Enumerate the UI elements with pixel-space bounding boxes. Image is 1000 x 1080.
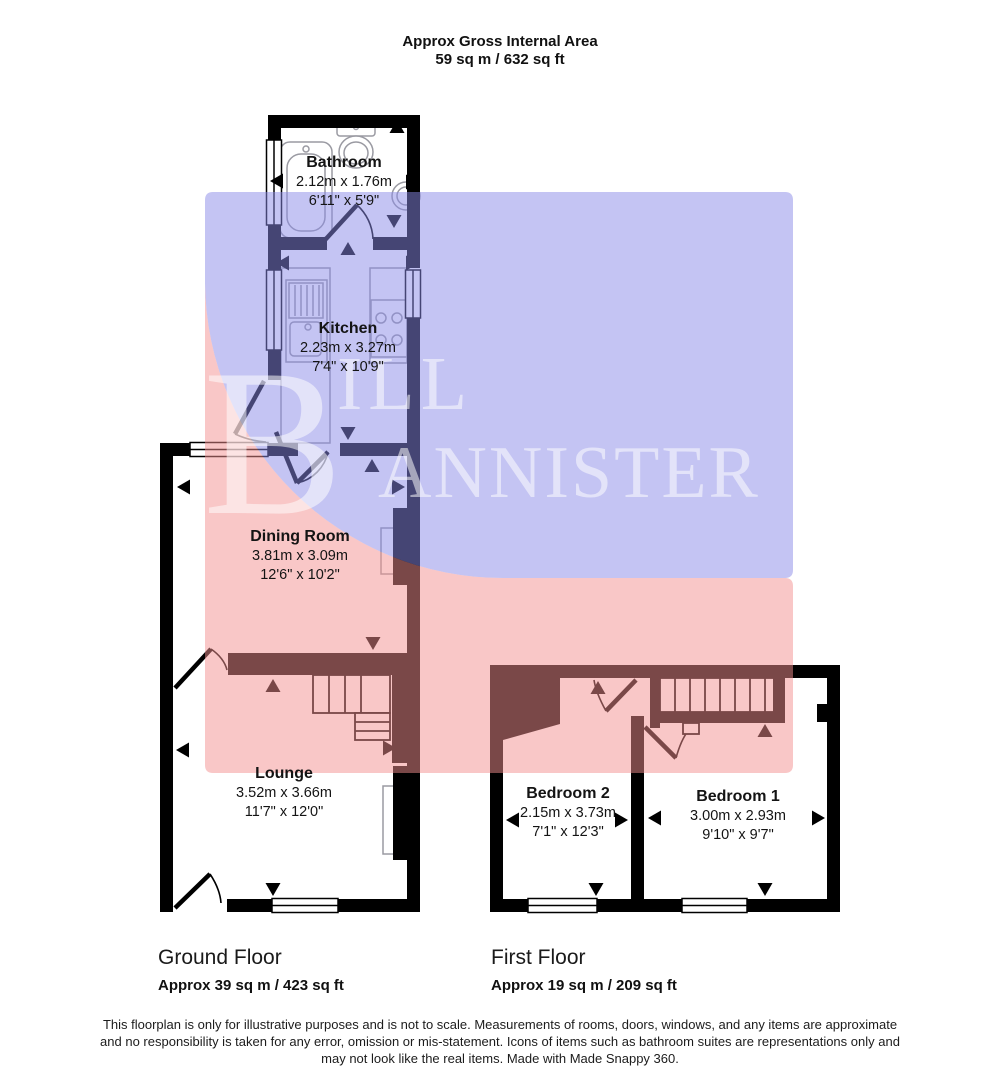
stair-void-wall — [503, 678, 560, 740]
room-size-metric: 3.00m x 2.93m — [690, 808, 786, 825]
door-kitchen-side — [233, 379, 267, 443]
dim-arrow-down-icon — [757, 883, 773, 896]
room-label-bedroom1: Bedroom 1 3.00m x 2.93m 9'10" x 9'7" — [648, 786, 828, 845]
dim-arrow-left-icon — [177, 479, 190, 495]
room-size-metric: 2.12m x 1.76m — [296, 174, 392, 191]
ground-floor-label: Ground Floor Approx 39 sq m / 423 sq ft — [158, 946, 344, 994]
window-bedroom2-bottom — [527, 897, 598, 914]
dim-arrow-right-icon — [615, 812, 628, 828]
stairs-ground-floor — [312, 674, 391, 741]
window-dining-top — [189, 441, 269, 458]
dim-arrow-right-icon — [406, 174, 419, 190]
dim-arrow-left-icon — [506, 812, 519, 828]
dim-arrow-up-icon — [389, 120, 405, 133]
dim-arrow-down-icon — [386, 215, 402, 228]
dim-arrow-right-icon — [392, 479, 405, 495]
room-name: Dining Room — [250, 528, 350, 545]
room-size-metric: 2.23m x 3.27m — [300, 340, 396, 357]
window-lounge-bottom — [271, 897, 339, 914]
door-dining-lounge — [173, 647, 228, 690]
room-size-imperial: 7'4" x 10'9" — [312, 359, 384, 376]
room-name: Bedroom 1 — [696, 788, 780, 805]
door-front — [173, 872, 222, 910]
dim-arrow-up-icon — [364, 459, 380, 472]
room-size-imperial: 7'1" x 12'3" — [532, 824, 604, 841]
door-kitchen-dining — [273, 431, 330, 485]
room-size-metric: 2.15m x 3.73m — [520, 805, 616, 822]
header-title: Approx Gross Internal Area — [402, 33, 598, 50]
room-size-imperial: 12'6" x 10'2" — [260, 567, 340, 584]
dim-arrow-down-icon — [588, 883, 604, 896]
dim-arrow-up-icon — [265, 679, 281, 692]
first-floor-label: First Floor Approx 19 sq m / 209 sq ft — [491, 946, 677, 994]
disclaimer-line-2: and no responsibility is taken for any e… — [100, 1033, 900, 1049]
floor-title: First Floor — [491, 946, 586, 969]
dim-arrow-left-icon — [176, 742, 189, 758]
dim-arrow-left-icon — [270, 173, 283, 189]
dim-arrow-down-icon — [340, 427, 356, 440]
room-name: Lounge — [255, 765, 313, 782]
floor-area: Approx 19 sq m / 209 sq ft — [491, 977, 677, 994]
room-name: Bathroom — [306, 154, 382, 171]
room-size-metric: 3.52m x 3.66m — [236, 785, 332, 802]
disclaimer-line-1: This floorplan is only for illustrative … — [102, 1017, 898, 1032]
room-size-imperial: 11'7" x 12'0" — [244, 804, 324, 821]
room-size-imperial: 9'10" x 9'7" — [702, 827, 774, 844]
disclaimer-line-3: may not look like the real items. Made w… — [321, 1050, 679, 1066]
door-bedroom2 — [593, 678, 638, 713]
dim-arrow-up-icon — [757, 724, 773, 737]
floor-title: Ground Floor — [158, 946, 282, 969]
door-bedroom1 — [643, 725, 689, 760]
header-area: 59 sq m / 632 sq ft — [435, 51, 565, 68]
room-size-imperial: 6'11" x 5'9" — [308, 193, 380, 210]
dim-arrow-down-icon — [265, 883, 281, 896]
room-label-bedroom2: Bedroom 2 2.15m x 3.73m 7'1" x 12'3" — [478, 783, 658, 842]
window-kitchen-right — [404, 269, 422, 319]
room-name: Bedroom 2 — [526, 785, 610, 802]
dim-arrow-right-icon — [812, 810, 825, 826]
room-label-kitchen: Kitchen 2.23m x 3.27m 7'4" x 10'9" — [268, 318, 428, 377]
room-size-metric: 3.81m x 3.09m — [252, 548, 348, 565]
room-name: Kitchen — [318, 320, 378, 337]
floor-area: Approx 39 sq m / 423 sq ft — [158, 977, 344, 994]
window-bedroom1-bottom — [681, 897, 748, 914]
dim-arrow-down-icon — [365, 637, 381, 650]
gross-internal-area-header: Approx Gross Internal Area 59 sq m / 632… — [0, 33, 1000, 69]
dim-arrow-up-icon — [590, 681, 606, 694]
disclaimer: This floorplan is only for illustrative … — [0, 1017, 1000, 1068]
dim-arrow-up-icon — [340, 242, 356, 255]
room-label-bathroom: Bathroom 2.12m x 1.76m 6'11" x 5'9" — [264, 152, 424, 211]
room-label-dining: Dining Room 3.81m x 3.09m 12'6" x 10'2" — [210, 526, 390, 585]
dim-arrow-left-icon — [648, 810, 661, 826]
room-label-lounge: Lounge 3.52m x 3.66m 11'7" x 12'0" — [194, 763, 374, 822]
